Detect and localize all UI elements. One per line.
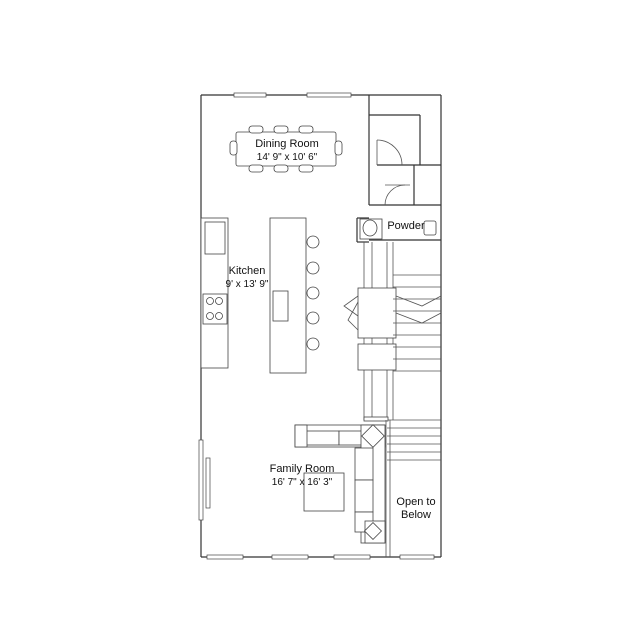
kitchen-label: Kitchen 9' x 13' 9" [212, 265, 282, 291]
doors [376, 139, 410, 206]
kitchen-island [269, 217, 320, 374]
coffee-table [303, 472, 345, 512]
powder-room-label: Powder [382, 220, 430, 233]
open-to-below-label: Open to Below [392, 496, 440, 522]
room-name: Powder [387, 220, 425, 232]
room-name: Kitchen [228, 265, 266, 277]
stairs [343, 242, 442, 461]
room-name: Dining Room [255, 138, 319, 150]
powder-fixtures [359, 218, 437, 240]
sectional-sofa [294, 424, 386, 544]
room-dimensions: 9' x 13' 9" [225, 279, 269, 290]
dining-room-label: Dining Room 14' 9" x 10' 6" [232, 138, 342, 164]
room-dimensions: 14' 9" x 10' 6" [256, 152, 318, 163]
railing [385, 420, 391, 557]
windows [198, 92, 435, 560]
open-to-below-line1: Open to [396, 496, 436, 508]
dining-table [229, 125, 343, 173]
kitchen-counter [200, 217, 229, 369]
open-to-below-line2: Below [401, 509, 431, 521]
family-room-label: Family Room 16' 7" x 16' 3" [255, 463, 349, 489]
interior-walls [356, 95, 441, 243]
room-name: Family Room [269, 463, 335, 475]
room-dimensions: 16' 7" x 16' 3" [271, 477, 333, 488]
